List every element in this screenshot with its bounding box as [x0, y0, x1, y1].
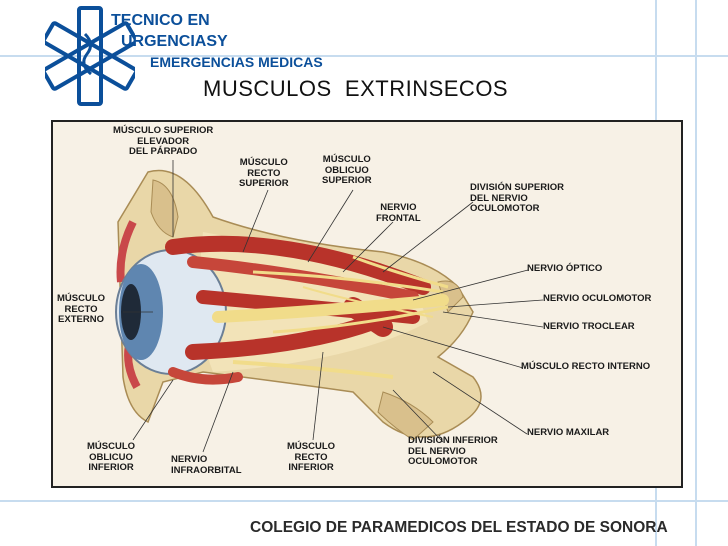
eye-muscles-diagram: MÚSCULO SUPERIOR ELEVADOR DEL PÁRPADO MÚ…	[51, 120, 683, 488]
label-recto-superior: MÚSCULO RECTO SUPERIOR	[239, 157, 289, 189]
label-superior-elevador: MÚSCULO SUPERIOR ELEVADOR DEL PÁRPADO	[113, 125, 214, 157]
star-of-life-icon	[45, 6, 135, 106]
label-recto-inferior: MÚSCULO RECTO INFERIOR	[287, 441, 336, 473]
diagram-illustration	[115, 160, 544, 453]
logo-line-2: URGENCIASY	[121, 33, 228, 50]
label-nervio-frontal: NERVIO FRONTAL	[376, 202, 421, 224]
label-recto-interno: MÚSCULO RECTO INTERNO	[521, 361, 651, 372]
label-nervio-oculomotor: NERVIO OCULOMOTOR	[543, 293, 652, 304]
label-recto-externo: MÚSCULO RECTO EXTERNO	[57, 293, 106, 325]
logo-line-3: EMERGENCIAS MEDICAS	[150, 54, 323, 70]
guide-line	[0, 500, 728, 502]
label-oblicuo-superior: MÚSCULO OBLICUO SUPERIOR	[322, 154, 372, 186]
footer-organization: COLEGIO DE PARAMEDICOS DEL ESTADO DE SON…	[250, 519, 668, 536]
label-oblicuo-inferior: MÚSCULO OBLICUO INFERIOR	[87, 441, 136, 473]
guide-line	[695, 0, 697, 546]
label-nervio-maxilar: NERVIO MAXILAR	[527, 427, 610, 438]
page-title: MUSCULOS EXTRINSECOS	[203, 76, 509, 101]
label-nervio-troclear: NERVIO TROCLEAR	[543, 321, 635, 332]
label-division-superior: DIVISIÓN SUPERIOR DEL NERVIO OCULOMOTOR	[470, 182, 564, 214]
logo-line-1: TECNICO EN	[111, 12, 210, 29]
label-nervio-optico: NERVIO ÓPTICO	[527, 263, 603, 274]
label-nervio-infraorbital: NERVIO INFRAORBITAL	[171, 454, 242, 476]
guide-line	[0, 55, 728, 57]
label-division-inferior: DIVISIÓN INFERIOR DEL NERVIO OCULOMOTOR	[408, 435, 498, 467]
